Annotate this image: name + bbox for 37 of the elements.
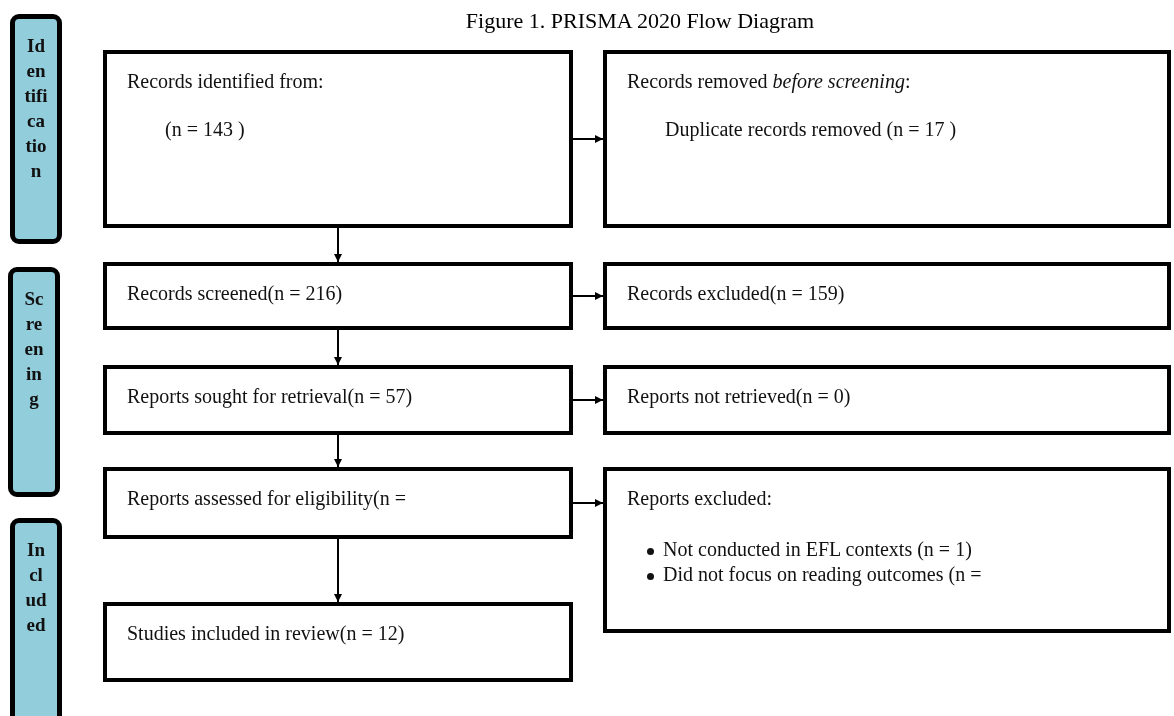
- box-text: Reports assessed for eligibility(n =: [127, 486, 407, 511]
- process-box: [103, 50, 573, 228]
- process-box: [603, 262, 1171, 330]
- arrow: [334, 227, 342, 263]
- stage-label: Identification: [24, 34, 48, 184]
- arrow: [334, 329, 342, 366]
- arrow: [572, 135, 604, 143]
- process-box: [103, 262, 573, 330]
- box-detail: Duplicate records removed (n = 17 ): [665, 117, 958, 142]
- box-text: Reports sought for retrieval(n = 57): [127, 384, 414, 409]
- box-text: Records screened(n = 216): [127, 281, 344, 306]
- arrow: [334, 434, 342, 468]
- stage-label: Included: [24, 538, 48, 638]
- box-text: Records excluded(n = 159): [627, 281, 846, 306]
- arrow: [572, 499, 604, 507]
- box-text: Studies included in review(n = 12): [127, 621, 406, 646]
- stage-label: Screening: [23, 287, 45, 412]
- arrow: [572, 396, 604, 404]
- stage-label-band: [10, 14, 62, 244]
- process-box: [603, 50, 1171, 228]
- stage-label-band: [8, 267, 60, 497]
- box-text: Records identified from:: [127, 69, 325, 94]
- box-text: Reports excluded:: [627, 486, 773, 511]
- box-text: Reports not retrieved(n = 0): [627, 384, 852, 409]
- arrow: [572, 292, 604, 300]
- process-box: [103, 365, 573, 435]
- process-box: [603, 365, 1171, 435]
- process-box: [103, 602, 573, 682]
- bullet-item: Did not focus on reading outcomes (n =: [647, 562, 1147, 587]
- diagram-title: Figure 1. PRISMA 2020 Flow Diagram: [464, 8, 816, 34]
- process-box: [103, 467, 573, 539]
- box-detail: (n = 143 ): [165, 117, 246, 142]
- process-box: [603, 467, 1171, 633]
- box-text: Records removed before screening:: [627, 69, 912, 94]
- arrow: [334, 538, 342, 603]
- stage-label-band: [10, 518, 62, 716]
- bullet-item: Not conducted in EFL contexts (n = 1): [647, 537, 1147, 562]
